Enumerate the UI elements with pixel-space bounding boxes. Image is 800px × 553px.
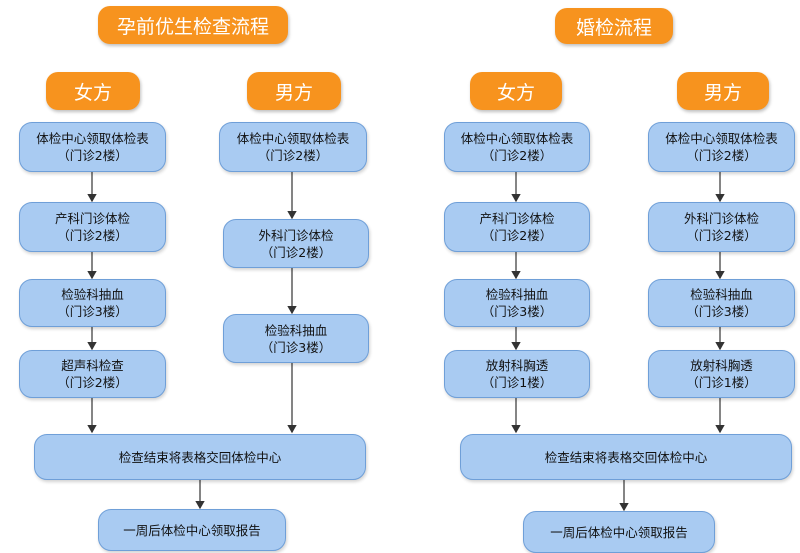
flow-arrows	[87, 172, 725, 512]
step-location: （门诊3楼）	[481, 304, 553, 319]
step-name: 体检中心领取体检表	[665, 131, 778, 146]
step-name: 放射科胸透	[485, 358, 549, 373]
marriage-female-step-4: 放射科胸透 （门诊1楼）	[444, 350, 590, 398]
step-location: （门诊1楼）	[481, 375, 553, 390]
marriage-female-step-3: 检验科抽血 （门诊3楼）	[444, 279, 590, 327]
step-name: 检验科抽血	[264, 322, 328, 338]
step-location: （门诊2楼）	[481, 228, 553, 243]
marriage-return-form: 检查结束将表格交回体检中心	[460, 434, 792, 480]
step-location: （门诊2楼）	[57, 375, 128, 390]
step-name: 产科门诊体检	[54, 211, 130, 226]
marriage-flow-title: 婚检流程	[555, 8, 673, 44]
marriage-female-header: 女方	[470, 72, 562, 110]
step-name: 外科门诊体检	[258, 227, 334, 243]
step-name: 超声科检查	[61, 358, 124, 373]
step-location: （门诊3楼）	[57, 304, 128, 319]
marriage-female-step-1: 体检中心领取体检表 （门诊2楼）	[444, 122, 590, 172]
step-location: （门诊1楼）	[686, 375, 757, 390]
pregnancy-male-step-3: 检验科抽血 （门诊3楼）	[223, 314, 369, 363]
step-location: （门诊2楼）	[260, 244, 332, 260]
step-name: 放射科胸透	[690, 358, 753, 373]
marriage-female-step-2: 产科门诊体检 （门诊2楼）	[444, 202, 590, 252]
step-name: 检验科抽血	[690, 287, 753, 302]
step-location: （门诊2楼）	[686, 228, 757, 243]
step-location: （门诊2楼）	[57, 148, 128, 163]
step-name: 检验科抽血	[61, 287, 124, 302]
step-location: （门诊3楼）	[686, 304, 757, 319]
marriage-male-header: 男方	[677, 72, 769, 110]
pregnancy-male-header: 男方	[247, 72, 341, 110]
step-name: 体检中心领取体检表	[460, 131, 574, 146]
pregnancy-collect-report: 一周后体检中心领取报告	[98, 509, 286, 551]
pregnancy-female-step-3: 检验科抽血 （门诊3楼）	[19, 279, 166, 327]
pregnancy-female-step-1: 体检中心领取体检表 （门诊2楼）	[19, 122, 166, 172]
step-name: 外科门诊体检	[683, 211, 759, 226]
pregnancy-female-header: 女方	[46, 72, 140, 110]
step-location: （门诊2楼）	[481, 148, 553, 163]
step-location: （门诊2楼）	[686, 148, 757, 163]
pregnancy-male-step-2: 外科门诊体检 （门诊2楼）	[223, 219, 369, 268]
pregnancy-female-step-2: 产科门诊体检 （门诊2楼）	[19, 202, 166, 252]
step-name: 体检中心领取体检表	[36, 131, 149, 146]
step-location: （门诊3楼）	[260, 339, 332, 355]
step-name: 检查结束将表格交回体检中心	[118, 449, 282, 465]
step-name: 检查结束将表格交回体检中心	[544, 449, 708, 465]
pregnancy-female-step-4: 超声科检查 （门诊2楼）	[19, 350, 166, 398]
marriage-male-step-2: 外科门诊体检 （门诊2楼）	[648, 202, 795, 252]
marriage-collect-report: 一周后体检中心领取报告	[523, 511, 715, 553]
step-name: 检验科抽血	[485, 287, 549, 302]
step-name: 一周后体检中心领取报告	[123, 522, 261, 538]
marriage-male-step-4: 放射科胸透 （门诊1楼）	[648, 350, 795, 398]
step-name: 一周后体检中心领取报告	[550, 524, 688, 540]
step-location: （门诊2楼）	[257, 148, 329, 163]
pregnancy-flow-title: 孕前优生检查流程	[98, 6, 288, 44]
marriage-male-step-1: 体检中心领取体检表 （门诊2楼）	[648, 122, 795, 172]
step-name: 产科门诊体检	[479, 211, 555, 226]
pregnancy-return-form: 检查结束将表格交回体检中心	[34, 434, 366, 480]
marriage-male-step-3: 检验科抽血 （门诊3楼）	[648, 279, 795, 327]
step-name: 体检中心领取体检表	[236, 131, 350, 146]
pregnancy-male-step-1: 体检中心领取体检表 （门诊2楼）	[219, 122, 367, 172]
step-location: （门诊2楼）	[57, 228, 128, 243]
